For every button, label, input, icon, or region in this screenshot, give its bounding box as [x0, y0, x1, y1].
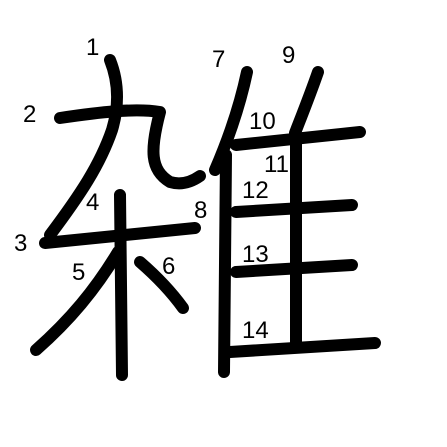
stroke-number-1: 1: [86, 34, 99, 61]
stroke-number-5: 5: [72, 259, 85, 286]
stroke-number-9: 9: [282, 42, 295, 69]
stroke-number-8: 8: [194, 197, 207, 224]
stroke-number-3: 3: [14, 230, 27, 257]
stroke-13: [230, 259, 358, 278]
stroke-number-13: 13: [242, 241, 269, 268]
stroke-6: [134, 256, 189, 314]
stroke-number-14: 14: [242, 317, 269, 344]
stroke-12: [230, 199, 358, 218]
stroke-9: [289, 66, 324, 139]
stroke-7: [209, 66, 253, 176]
stroke-8: [218, 149, 232, 378]
stroke-number-10: 10: [249, 108, 276, 135]
stroke-number-6: 6: [162, 253, 175, 280]
stroke-number-4: 4: [86, 189, 99, 216]
stroke-number-7: 7: [212, 46, 225, 73]
stroke-number-11: 11: [264, 151, 289, 178]
stroke-14: [224, 337, 381, 358]
stroke-5: [30, 246, 124, 356]
stroke-1: [44, 54, 123, 241]
stroke-2: [54, 104, 206, 190]
stroke-number-12: 12: [242, 177, 269, 204]
stroke-number-2: 2: [23, 101, 36, 128]
stroke-4: [114, 189, 128, 381]
